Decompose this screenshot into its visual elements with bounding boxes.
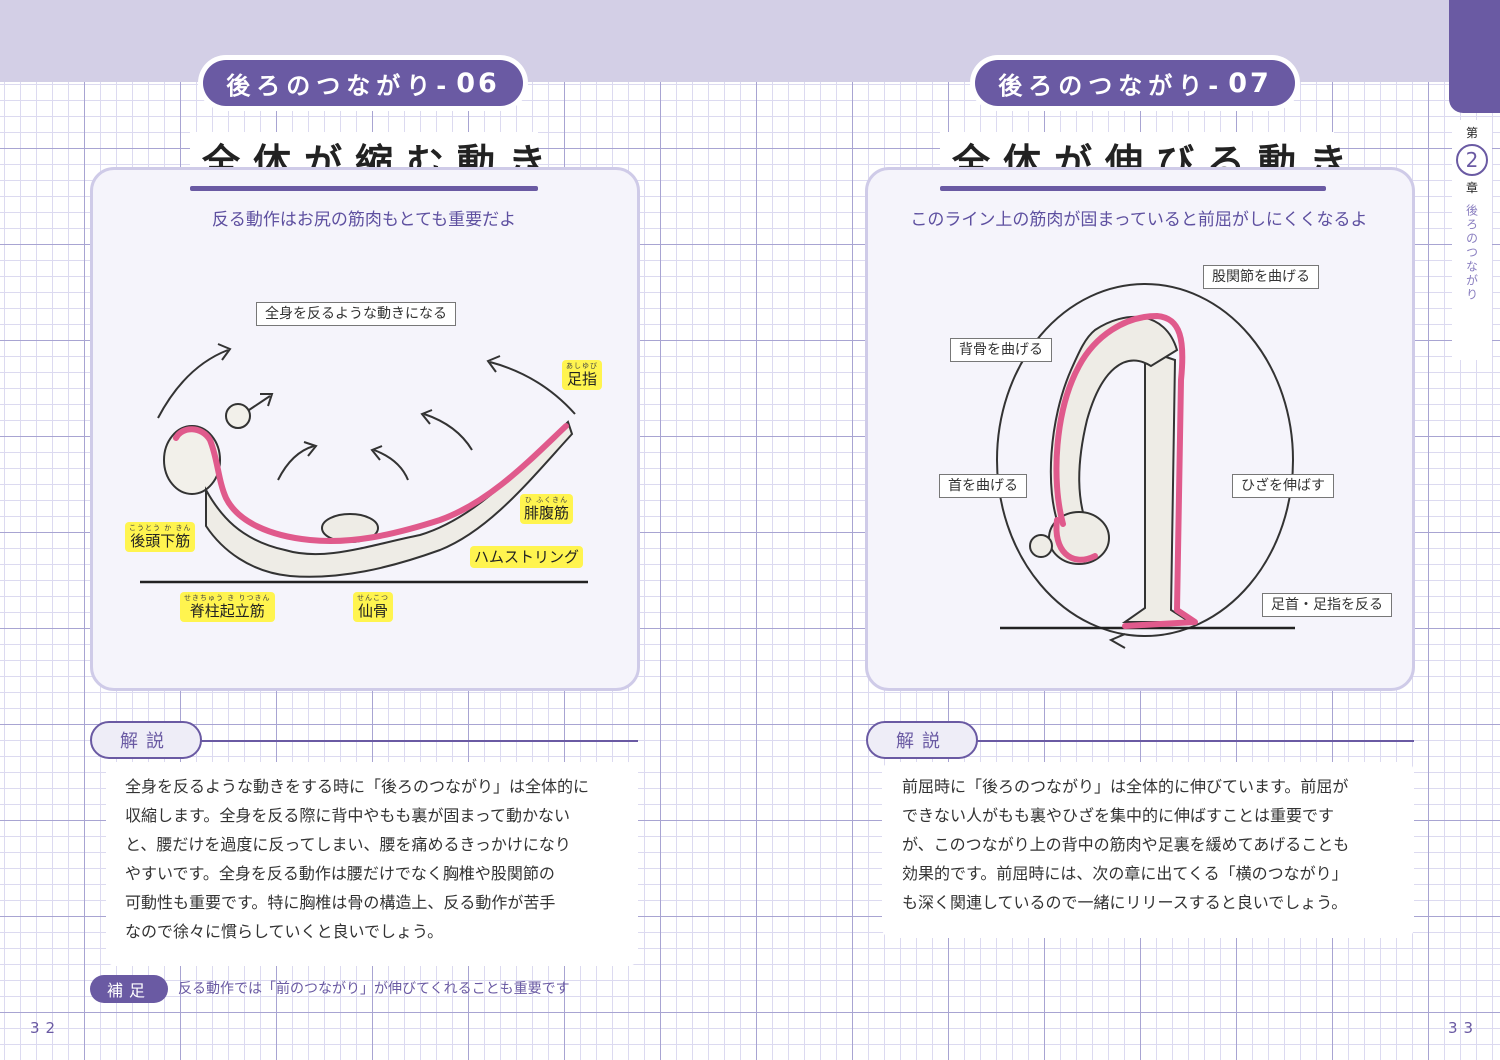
- section-pill-label: 後ろのつながり-: [226, 71, 453, 100]
- label-erector: せきちゅう き りつきん 脊柱起立筋: [180, 592, 275, 622]
- arrow-head-5: [420, 409, 433, 425]
- muscle-line: [173, 423, 569, 545]
- label-calf: ひ ふくきん 腓腹筋: [520, 494, 574, 524]
- hosoku-text: 反る動作では「前のつながり」が伸びてくれることも重要です: [178, 981, 570, 997]
- section-pill-number: 06: [456, 67, 500, 99]
- label-sacrum-text: 仙骨: [357, 602, 388, 620]
- muscle-line-neck: [1053, 517, 1098, 563]
- label-occipital-text: 後頭下筋: [130, 532, 191, 550]
- body-line: 前屈時に「後ろのつながり」は全体的に伸びています。前屈が: [902, 777, 1349, 796]
- label-hamstring: ハムストリング: [470, 546, 584, 568]
- chapter-sho: 章: [1465, 181, 1478, 195]
- oval-arrow-head: [1108, 633, 1126, 649]
- label-calf-text: 腓腹筋: [524, 504, 570, 522]
- forward-bend-illustration: [996, 283, 1295, 649]
- page-number-left: 32: [30, 1019, 62, 1037]
- section-pill-06: 後ろのつながり- 06: [203, 60, 523, 106]
- torso: [1049, 316, 1179, 528]
- label-calf-ruby: ひ ふくきん: [524, 496, 569, 504]
- label-sacrum: せんこつ 仙骨: [353, 592, 393, 622]
- label-ankle: 足首・足指を反る: [1262, 593, 1392, 617]
- arrow-3: [277, 445, 315, 481]
- label-occipital: こうとう か きん 後頭下筋: [125, 522, 196, 552]
- title-underline-front: [190, 186, 538, 191]
- kaisetsu-label: 解説: [90, 721, 202, 759]
- label-hip: 股関節を曲げる: [1203, 265, 1319, 289]
- arrow-head-1: [217, 343, 232, 361]
- section-pill-number: 07: [1228, 67, 1272, 99]
- arrow-head-2: [260, 393, 274, 407]
- label-toe-ruby: あしゆび: [566, 362, 598, 370]
- explanation-text: 全身を反るような動きをする時に「後ろのつながり」は全体的に 収縮します。全身を反…: [125, 772, 625, 946]
- body-line: 収縮します。全身を反る際に背中やもも裏が固まって動かない: [125, 806, 570, 825]
- arrow-head-3: [303, 441, 318, 457]
- label-neck: 首を曲げる: [939, 474, 1027, 498]
- explanation-text: 前屈時に「後ろのつながり」は全体的に伸びています。前屈が できない人がもも裏やひ…: [902, 772, 1396, 917]
- hair-bun: [225, 403, 251, 429]
- chapter-number-circle: 2: [1456, 144, 1488, 176]
- hosoku-label: 補足: [90, 975, 168, 1003]
- card-subtitle: 反る動作はお尻の筋肉もとても重要だよ: [211, 210, 517, 230]
- label-erector-text: 脊柱起立筋: [189, 602, 265, 620]
- muscle-line: [1053, 313, 1198, 629]
- kaisetsu-line: [976, 740, 1414, 742]
- head: [163, 425, 221, 495]
- arrow-2: [245, 395, 271, 413]
- body-line: できない人がもも裏やひざを集中的に伸ばすことは重要です: [902, 806, 1335, 825]
- hair-bun: [1029, 534, 1053, 558]
- arrow-6: [489, 361, 576, 415]
- body-line: と、腰だけを過度に反ってしまい、腰を痛めるきっかけになり: [125, 835, 571, 854]
- kaisetsu-line: [200, 740, 638, 742]
- explanation-box: [106, 762, 638, 966]
- arrow-4: [373, 449, 409, 481]
- label-toe-text: 足指: [566, 370, 597, 388]
- arrow-head-4: [370, 445, 383, 461]
- title-underline: [940, 186, 1326, 191]
- arrow-5: [423, 413, 473, 451]
- left-page: 後ろのつながり- 06 全体が縮む動き 反る動作はお尻の筋肉もとても重要だよ 全…: [30, 60, 640, 1037]
- label-knee: ひざを伸ばす: [1232, 474, 1334, 498]
- label-occipital-ruby: こうとう か きん: [129, 524, 192, 532]
- label-toe: あしゆび 足指: [562, 360, 602, 390]
- section-pill-label: 後ろのつながり-: [998, 71, 1225, 100]
- body-line: 全身を反るような動きをする時に「後ろのつながり」は全体的に: [125, 777, 590, 796]
- chapter-dai: 第: [1465, 126, 1478, 140]
- body-shape: [205, 420, 574, 578]
- arrow-curve-1: [157, 349, 229, 419]
- label-erector-ruby: せきちゅう き りつきん: [184, 594, 271, 602]
- body-line: なので徐々に慣らしていくと良いでしょう。: [125, 922, 444, 941]
- chapter-tab: [1449, 0, 1500, 113]
- label-sacrum-ruby: せんこつ: [357, 594, 389, 602]
- right-page: 後ろのつながり- 07 全体が伸びる動き このライン上の筋肉が固まっていると前屈…: [750, 0, 1500, 1060]
- body-line: が、このつながり上の背中の筋肉や足裏を緩めてあげることも: [902, 835, 1350, 854]
- backbend-illustration: [140, 343, 588, 584]
- arrow-head-6: [486, 355, 501, 373]
- label-whole-body: 全身を反るような動きになる: [256, 302, 456, 326]
- chapter-title-vertical: 後ろのつながり: [1464, 204, 1479, 302]
- body-line: 効果的です。前屈時には、次の章に出てくる「横のつながり」: [902, 864, 1348, 883]
- section-pill-07: 後ろのつながり- 07: [975, 60, 1295, 106]
- body-line: 可動性も重要です。特に胸椎は骨の構造上、反る動作が苦手: [125, 893, 556, 912]
- label-spine: 背骨を曲げる: [950, 338, 1052, 362]
- oval-arrow: [996, 283, 1294, 637]
- card-subtitle: このライン上の筋肉が固まっていると前屈がしにくくなるよ: [910, 210, 1368, 230]
- chapter-index: 第 2 章 後ろのつながり: [1452, 120, 1492, 360]
- kaisetsu-label: 解説: [866, 721, 978, 759]
- body-line: やすいです。全身を反る動作は腰だけでなく胸椎や股関節の: [125, 864, 555, 883]
- explanation-box: [882, 762, 1414, 938]
- page-number-right: 33: [1448, 1019, 1480, 1037]
- body-line: も深く関連しているので一緒にリリースすると良いでしょう。: [902, 893, 1348, 912]
